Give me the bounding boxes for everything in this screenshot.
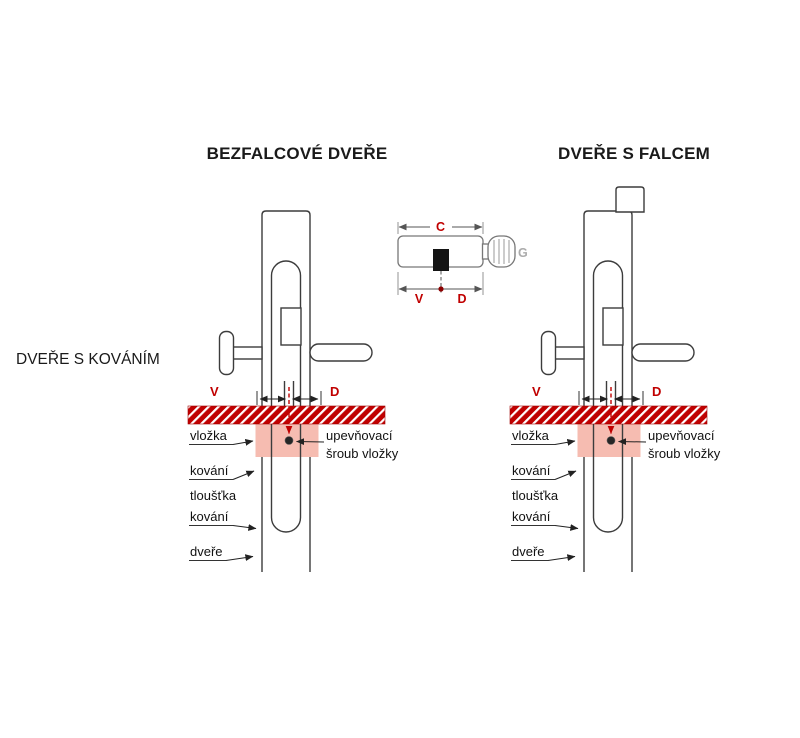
thumbturn-knob bbox=[487, 235, 516, 268]
vd-dim-extensions bbox=[397, 272, 484, 295]
falc-door-diagram bbox=[510, 211, 721, 572]
cylinder-cam bbox=[433, 249, 449, 271]
cylinder-dimension-key: C V D G bbox=[397, 220, 528, 306]
key-v-label: V bbox=[415, 292, 424, 306]
bezfalc-door-diagram bbox=[188, 211, 399, 572]
falc-step bbox=[615, 186, 645, 213]
knob-g-label: G bbox=[518, 246, 528, 260]
label-dvere-s-kovanim: DVEŘE S KOVÁNÍM bbox=[16, 351, 160, 368]
knob-ridges bbox=[493, 239, 510, 264]
c-dim-label: C bbox=[436, 220, 445, 234]
title-bezfalcove-dvere: BEZFALCOVÉ DVEŘE bbox=[206, 144, 388, 163]
title-dvere-s-falcem: DVEŘE S FALCEM bbox=[557, 144, 711, 163]
c-dim-extensions bbox=[397, 222, 484, 234]
key-d-label: D bbox=[457, 292, 466, 306]
vd-center-dot bbox=[438, 286, 444, 292]
